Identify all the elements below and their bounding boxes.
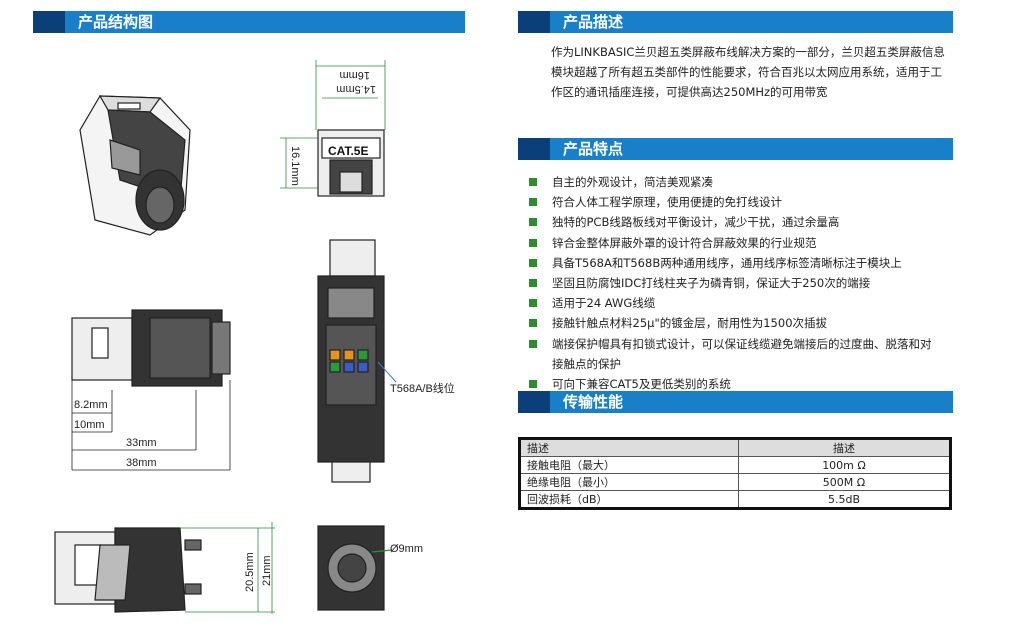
- features-title: 产品特点: [563, 140, 624, 158]
- table-header-row: 描述 描述: [519, 438, 951, 457]
- feature-item: 锌合金整体屏蔽外罩的设计符合屏蔽效果的行业规范: [527, 233, 932, 253]
- structure-header: 产品结构图: [33, 11, 465, 33]
- features-list: 自主的外观设计，简洁美观紧凑 符合人体工程学原理，使用便捷的免打线设计 独特的P…: [527, 172, 932, 394]
- dim-38mm: 38mm: [126, 457, 157, 469]
- table-cell: 绝缘电阻（最小）: [519, 473, 739, 491]
- table-header-cell: 描述: [519, 438, 739, 457]
- dim-10mm: 10mm: [74, 419, 105, 431]
- dim-16mm: 16mm: [339, 69, 370, 81]
- module-iso-view: [79, 95, 191, 236]
- structure-drawing: 8.2mm 10mm 33mm 38mm 20.5mm 21mm 16mm 14…: [54, 60, 455, 614]
- front-dimensions: [280, 60, 386, 189]
- feature-item: 可向下兼容CAT5及更低类别的系统: [527, 374, 932, 394]
- module-end-view: [317, 525, 393, 611]
- features-header: 产品特点: [518, 138, 953, 160]
- spec-table: 描述 描述 接触电阻（最大） 100m Ω 绝缘电阻（最小） 500M Ω 回波…: [518, 437, 952, 510]
- t568-label: T568A/B线位: [390, 381, 455, 395]
- table-cell: 接触电阻（最大）: [519, 456, 739, 474]
- dim-9mm: Ø9mm: [390, 543, 423, 555]
- description-header: 产品描述: [518, 11, 953, 33]
- feature-item: 独特的PCB线路板线对平衡设计，减少干扰，通过余量高: [527, 212, 932, 232]
- feature-item: 适用于24 AWG线缆: [527, 293, 932, 313]
- feature-item: 自主的外观设计，简洁美观紧凑: [527, 172, 932, 192]
- table-row: 绝缘电阻（最小） 500M Ω: [519, 473, 951, 491]
- cat5e-label: CAT.5E: [328, 144, 368, 158]
- dim-16-1mm: 16.1mm: [289, 146, 301, 186]
- structure-title: 产品结构图: [78, 13, 154, 31]
- module-side-view: [71, 309, 231, 387]
- dim-20-5mm: 20.5mm: [244, 552, 256, 592]
- dim-33mm: 33mm: [126, 437, 157, 449]
- module-rear-view: [317, 239, 385, 483]
- bottom-dimensions: [180, 522, 275, 614]
- feature-item: 具备T568A和T568B两种通用线序，通用线序标签清晰标注于模块上: [527, 253, 932, 273]
- dim-14-5mm: 14.5mm: [336, 83, 376, 95]
- feature-item: 接触针触点材料25μ"的镀金层，耐用性为1500次插拔: [527, 313, 932, 333]
- performance-header: 传输性能: [518, 391, 953, 413]
- table-cell: 100m Ω: [738, 456, 951, 474]
- description-text: 作为LINKBASIC兰贝超五类屏蔽布线解决方案的一部分，兰贝超五类屏蔽信息模块…: [551, 45, 945, 99]
- side-dimensions: [71, 380, 231, 471]
- module-bottom-view: [54, 527, 202, 613]
- description-title: 产品描述: [563, 13, 624, 31]
- table-row: 回波损耗（dB） 5.5dB: [519, 490, 951, 509]
- feature-item: 坚固且防腐蚀IDC打线柱夹子为磷青铜，保证大于250次的端接: [527, 273, 932, 293]
- table-row: 接触电阻（最大） 100m Ω: [519, 456, 951, 474]
- table-cell: 500M Ω: [738, 473, 951, 491]
- table-header-cell: 描述: [738, 438, 951, 457]
- performance-title: 传输性能: [563, 393, 624, 411]
- table-cell: 回波损耗（dB）: [519, 490, 739, 509]
- feature-item: 符合人体工程学原理，使用便捷的免打线设计: [527, 192, 932, 212]
- module-front-view: [317, 129, 385, 197]
- feature-item: 端接保护帽具有扣锁式设计，可以保证线缆避免端接后的过度曲、脱落和对接触点的保护: [527, 334, 932, 374]
- dim-8-2mm: 8.2mm: [74, 399, 108, 411]
- table-cell: 5.5dB: [738, 490, 951, 509]
- dim-21mm: 21mm: [261, 555, 273, 586]
